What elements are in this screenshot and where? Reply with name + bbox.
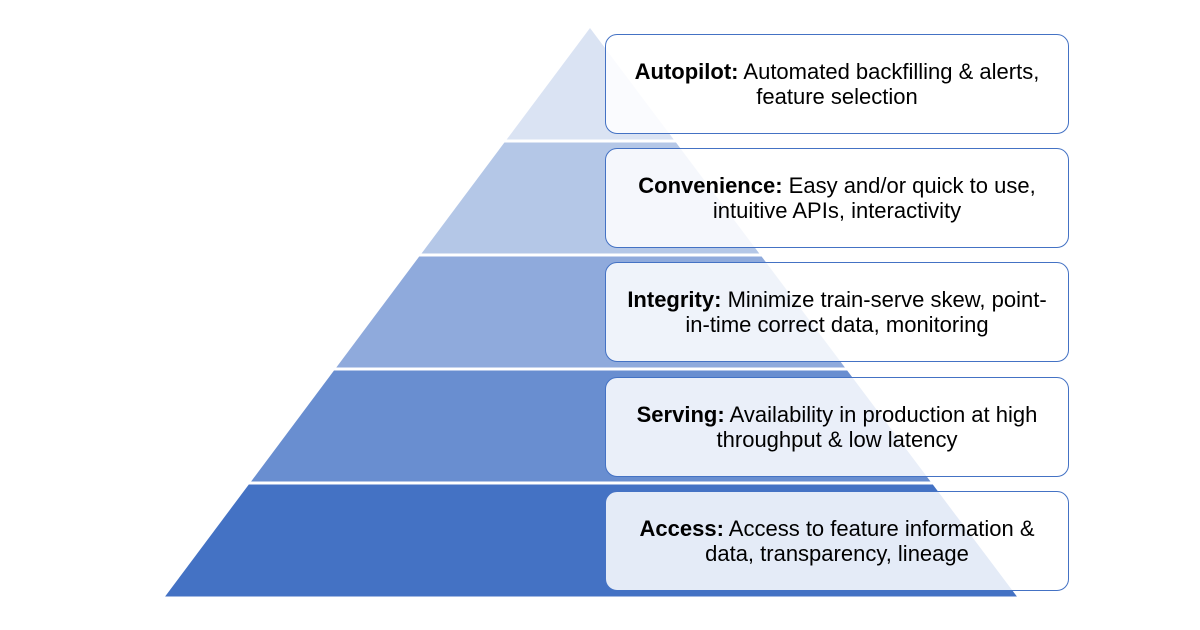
level-text-serving: Serving: Availability in production at h… [620, 402, 1054, 452]
level-description-autopilot: Automated backfilling & alerts, feature … [743, 59, 1040, 109]
level-box-autopilot: Autopilot: Automated backfilling & alert… [605, 34, 1069, 134]
level-description-serving: Availability in production at high throu… [716, 402, 1038, 452]
level-text-access: Access: Access to feature information & … [620, 516, 1054, 566]
level-name-access: Access: [639, 516, 724, 541]
level-name-serving: Serving: [636, 402, 725, 427]
level-name-convenience: Convenience: [638, 173, 783, 198]
level-name-autopilot: Autopilot: [634, 59, 739, 84]
level-text-convenience: Convenience: Easy and/or quick to use, i… [620, 173, 1054, 223]
level-text-autopilot: Autopilot: Automated backfilling & alert… [620, 59, 1054, 109]
level-description-access: Access to feature information & data, tr… [705, 516, 1035, 566]
level-box-access: Access: Access to feature information & … [605, 491, 1069, 591]
level-description-integrity: Minimize train-serve skew, point-in-time… [685, 287, 1047, 337]
level-box-serving: Serving: Availability in production at h… [605, 377, 1069, 477]
level-text-integrity: Integrity: Minimize train-serve skew, po… [620, 287, 1054, 337]
level-box-integrity: Integrity: Minimize train-serve skew, po… [605, 262, 1069, 362]
level-box-convenience: Convenience: Easy and/or quick to use, i… [605, 148, 1069, 248]
level-name-integrity: Integrity: [627, 287, 722, 312]
level-description-convenience: Easy and/or quick to use, intuitive APIs… [712, 173, 1036, 223]
